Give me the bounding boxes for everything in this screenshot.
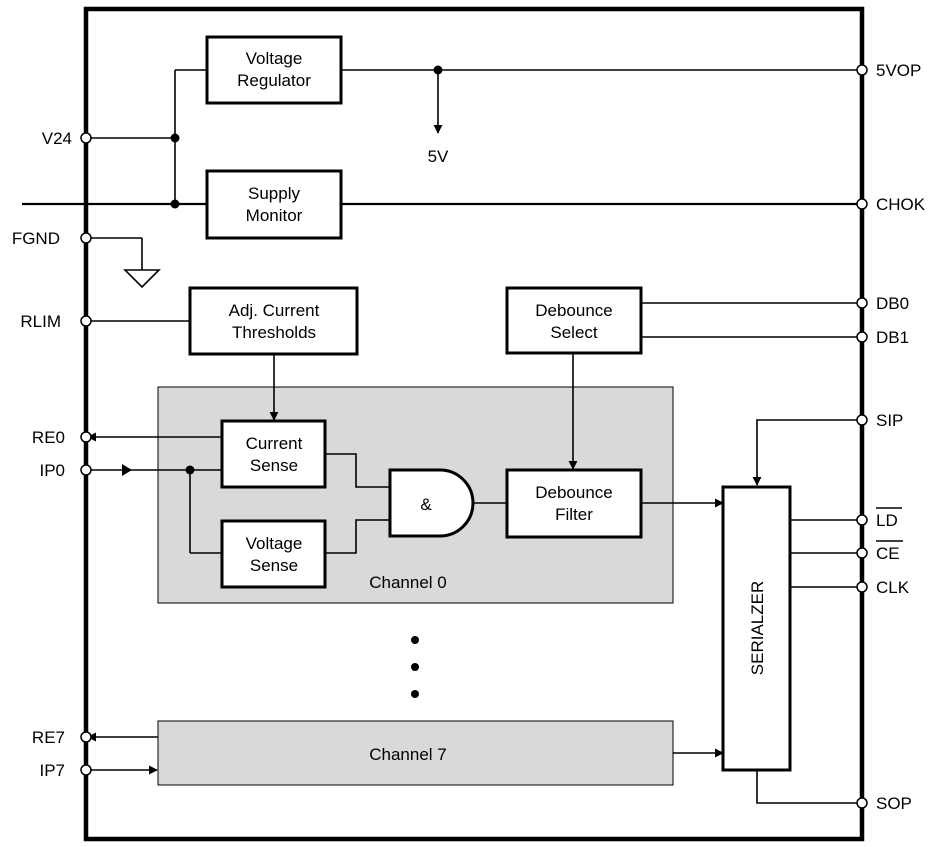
pin-ce [856,547,868,559]
pin-clk [856,581,868,593]
pin-label-db1: DB1 [876,328,909,347]
pin-ld [856,514,868,526]
pin-label-sop: SOP [876,794,912,813]
debounce-filter-line2: Filter [555,505,593,524]
right-pins [856,64,868,809]
pin-label-clk: CLK [876,578,910,597]
pin-ip7 [80,764,92,776]
left-pin-labels: V24 FGND RLIM RE0 IP0 RE7 IP7 [12,129,72,780]
pin-re7 [80,731,92,743]
adj-current-thresholds-block: Adj. Current Thresholds [188,286,359,356]
serializer-label: SERIALZER [748,581,767,675]
ellipsis-dot [411,636,419,644]
pin-db0 [856,297,868,309]
pin-label-sip: SIP [876,411,903,430]
voltage-regulator-block: Voltage Regulator [205,35,343,105]
supply-monitor-line2: Monitor [246,206,303,225]
voltage-sense-line2: Sense [250,556,298,575]
pin-label-v24: V24 [42,129,72,148]
pin-label-ce: CE [876,544,900,563]
debounce-filter-line1: Debounce [535,483,613,502]
debounce-select-line2: Select [550,323,598,342]
right-pin-labels: 5VOP CHOK DB0 DB1 SIP LD CE CLK SOP [876,61,926,813]
left-pins [80,132,92,776]
channel7-label: Channel 7 [369,745,447,764]
ellipsis-dot [411,690,419,698]
voltage-regulator-line1: Voltage [246,49,303,68]
pin-label-ld: LD [876,511,898,530]
pin-label-chok: CHOK [876,195,926,214]
debounce-filter-block: Debounce Filter [505,468,643,539]
pin-label-rlim: RLIM [20,312,61,331]
channel0-label: Channel 0 [369,573,447,592]
and-gate: & [388,468,475,538]
pin-chok [856,198,868,210]
v5-label: 5V [428,147,449,166]
ellipsis-dot [411,663,419,671]
pin-label-re7: RE7 [32,728,65,747]
pin-v24 [80,132,92,144]
voltage-regulator-line2: Regulator [237,71,311,90]
serializer-block: SERIALZER [721,485,792,772]
adj-current-thresholds-line2: Thresholds [232,323,316,342]
adj-current-thresholds-line1: Adj. Current [229,301,320,320]
pin-ip0 [80,464,92,476]
pin-rlim [80,315,92,327]
pin-label-5vop: 5VOP [876,61,921,80]
pin-sop [856,797,868,809]
pin-fgnd [80,232,92,244]
and-gate-symbol: & [420,495,432,514]
debounce-select-line1: Debounce [535,301,613,320]
debounce-select-block: Debounce Select [505,286,643,355]
supply-monitor-block: Supply Monitor [205,169,343,240]
voltage-sense-block: Voltage Sense [220,519,327,589]
pin-label-ip7: IP7 [39,761,65,780]
pin-label-fgnd: FGND [12,229,60,248]
current-sense-line1: Current [246,434,303,453]
channel7-block [157,720,674,786]
pin-re0 [80,431,92,443]
supply-monitor-line1: Supply [248,184,300,203]
ground-symbol [123,269,161,289]
pin-label-db0: DB0 [876,294,909,313]
current-sense-line2: Sense [250,456,298,475]
current-sense-block: Current Sense [220,419,327,489]
pin-db1 [856,331,868,343]
pin-label-re0: RE0 [32,428,65,447]
voltage-sense-line1: Voltage [246,534,303,553]
pin-sip [856,414,868,426]
pin-label-ip0: IP0 [39,461,65,480]
pin-5vop [856,64,868,76]
